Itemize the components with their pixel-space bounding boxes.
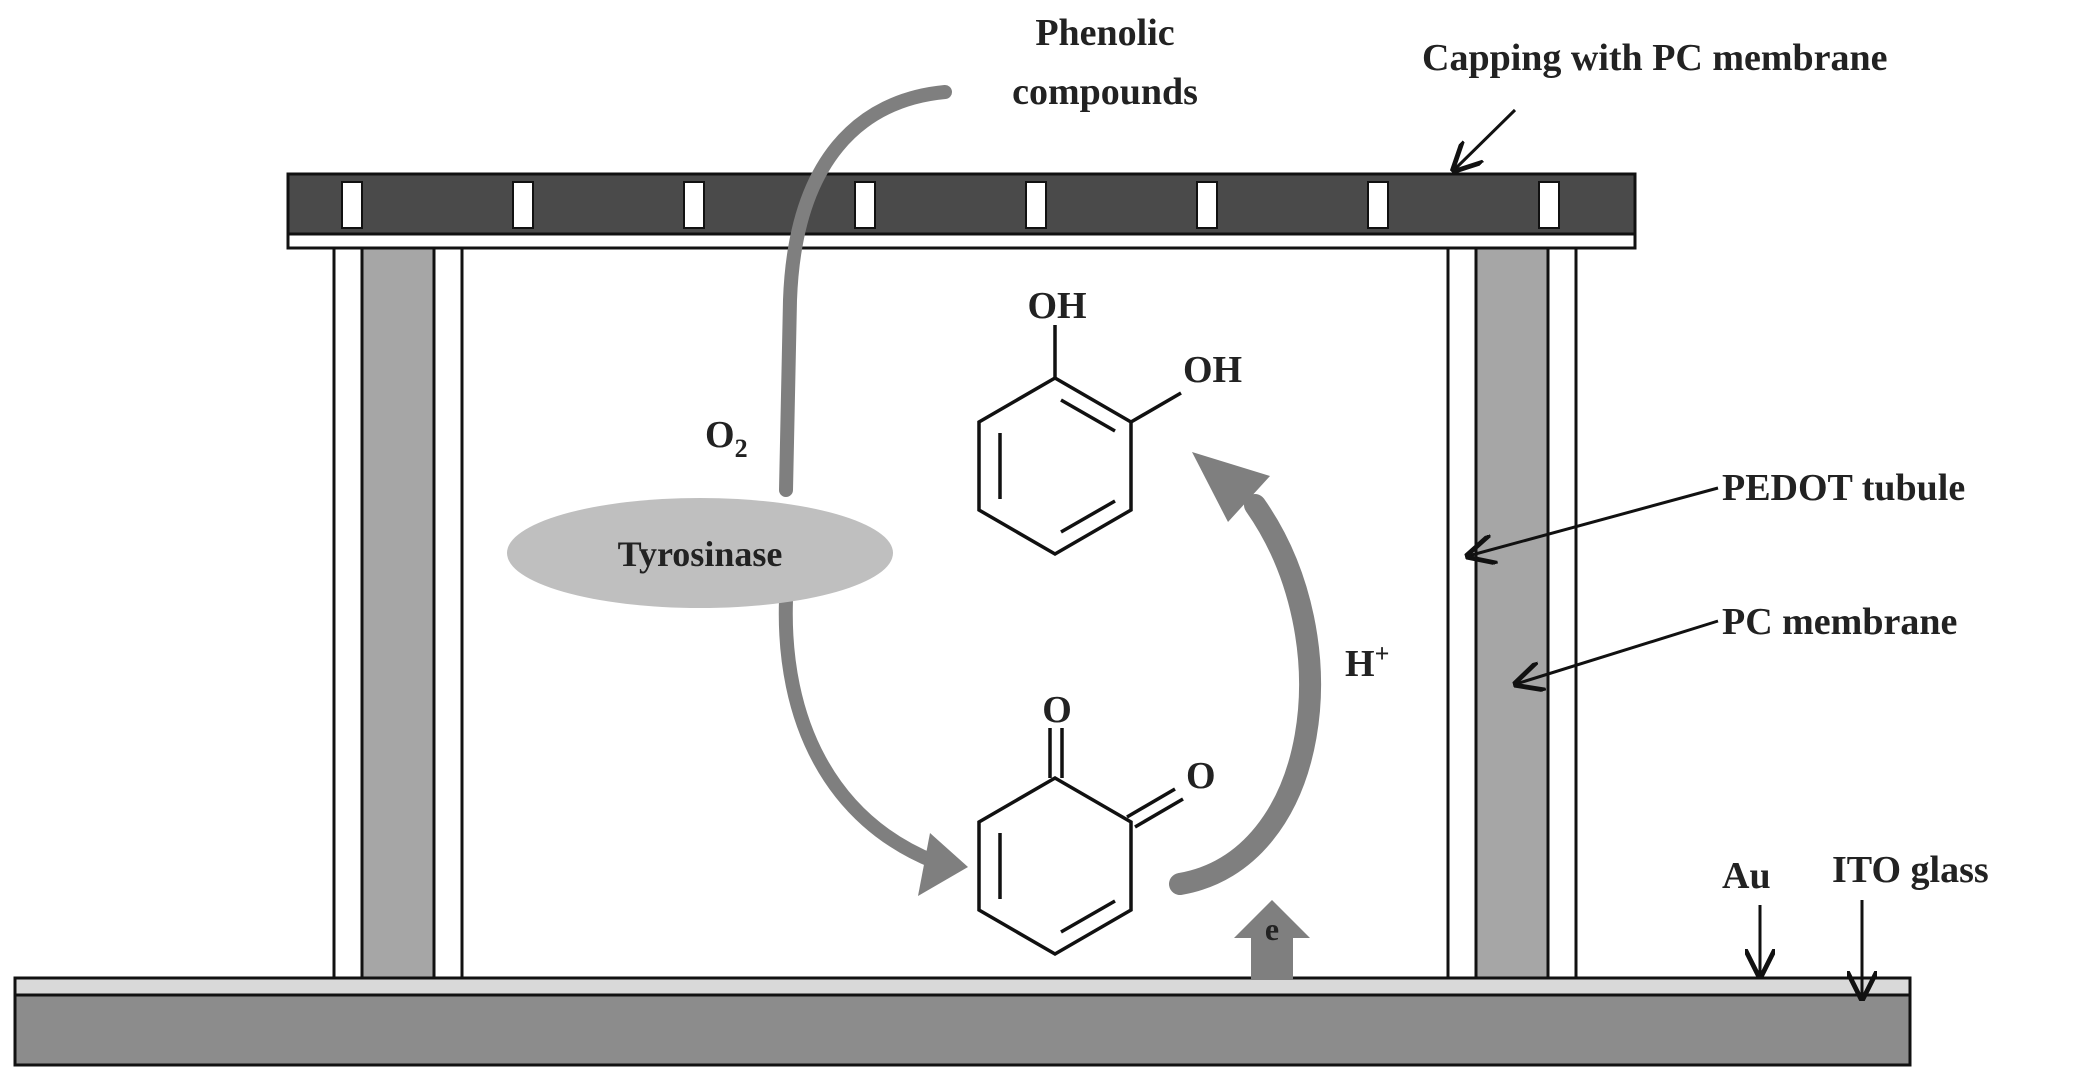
capping-pores xyxy=(341,181,1560,229)
capping-label: Capping with PC membrane xyxy=(1422,37,1888,79)
left-tubule xyxy=(332,246,464,980)
electron-arrow xyxy=(1234,900,1310,980)
tyrosinase-label: Tyrosinase xyxy=(618,534,783,574)
catechol-molecule xyxy=(977,325,1182,557)
pore xyxy=(1367,181,1389,229)
quinone-o-right-label: O xyxy=(1186,755,1216,797)
pc-membrane-label: PC membrane xyxy=(1722,601,1957,643)
ito-glass-layer xyxy=(13,991,1912,1067)
electron-label: e xyxy=(1265,911,1279,947)
pc-membrane-pointer xyxy=(1516,619,1719,684)
right-pc-membrane-core xyxy=(1474,246,1550,980)
substrate xyxy=(13,976,1912,1067)
pedot-pointer xyxy=(1468,486,1719,556)
ito-glass-label: ITO glass xyxy=(1832,849,1989,891)
pore xyxy=(854,181,876,229)
reduction-arrow xyxy=(1169,494,1321,895)
h-plus-label: H+ xyxy=(1345,639,1389,685)
right-pedot-inner-wall xyxy=(1546,246,1578,980)
left-pedot-inner-wall xyxy=(432,246,464,980)
left-pedot-outer-wall xyxy=(332,246,364,980)
phenolic-label-line1: Phenolic xyxy=(1035,12,1174,54)
pore xyxy=(683,181,705,229)
quinone-molecule xyxy=(977,728,1184,957)
right-tubule xyxy=(1446,246,1578,980)
capping-bottom-strip xyxy=(286,232,1637,250)
pointer-arrows xyxy=(1454,108,1862,998)
phenolic-inflow-arrow-lower xyxy=(778,593,942,869)
quinone-o-top-label: O xyxy=(1042,689,1072,731)
catechol-oh-right-label: OH xyxy=(1183,349,1242,391)
o2-label: O2 xyxy=(705,414,748,463)
reaction-arrows xyxy=(778,85,1321,980)
pore xyxy=(1025,181,1047,229)
pedot-tubule-label: PEDOT tubule xyxy=(1722,467,1965,509)
pore xyxy=(341,181,363,229)
capping-top-bar xyxy=(286,172,1637,236)
phenolic-inflow-arrow-upper xyxy=(779,85,952,497)
phenolic-label-line2: compounds xyxy=(1012,71,1198,113)
pore xyxy=(1196,181,1218,229)
quinone-arrowhead xyxy=(918,833,968,896)
pore xyxy=(1538,181,1560,229)
tyrosinase-ellipse xyxy=(507,498,893,608)
pore xyxy=(512,181,534,229)
capping-membrane xyxy=(286,172,1637,250)
catechol-oh-top-label: OH xyxy=(1027,285,1086,327)
right-pedot-outer-wall xyxy=(1446,246,1478,980)
catechol-arrowhead xyxy=(1192,452,1270,522)
labels: Phenolic compounds Capping with PC membr… xyxy=(618,12,1989,947)
au-layer xyxy=(13,976,1912,997)
capping-pointer xyxy=(1454,108,1517,170)
au-label: Au xyxy=(1722,855,1771,897)
left-pc-membrane-core xyxy=(360,246,436,980)
